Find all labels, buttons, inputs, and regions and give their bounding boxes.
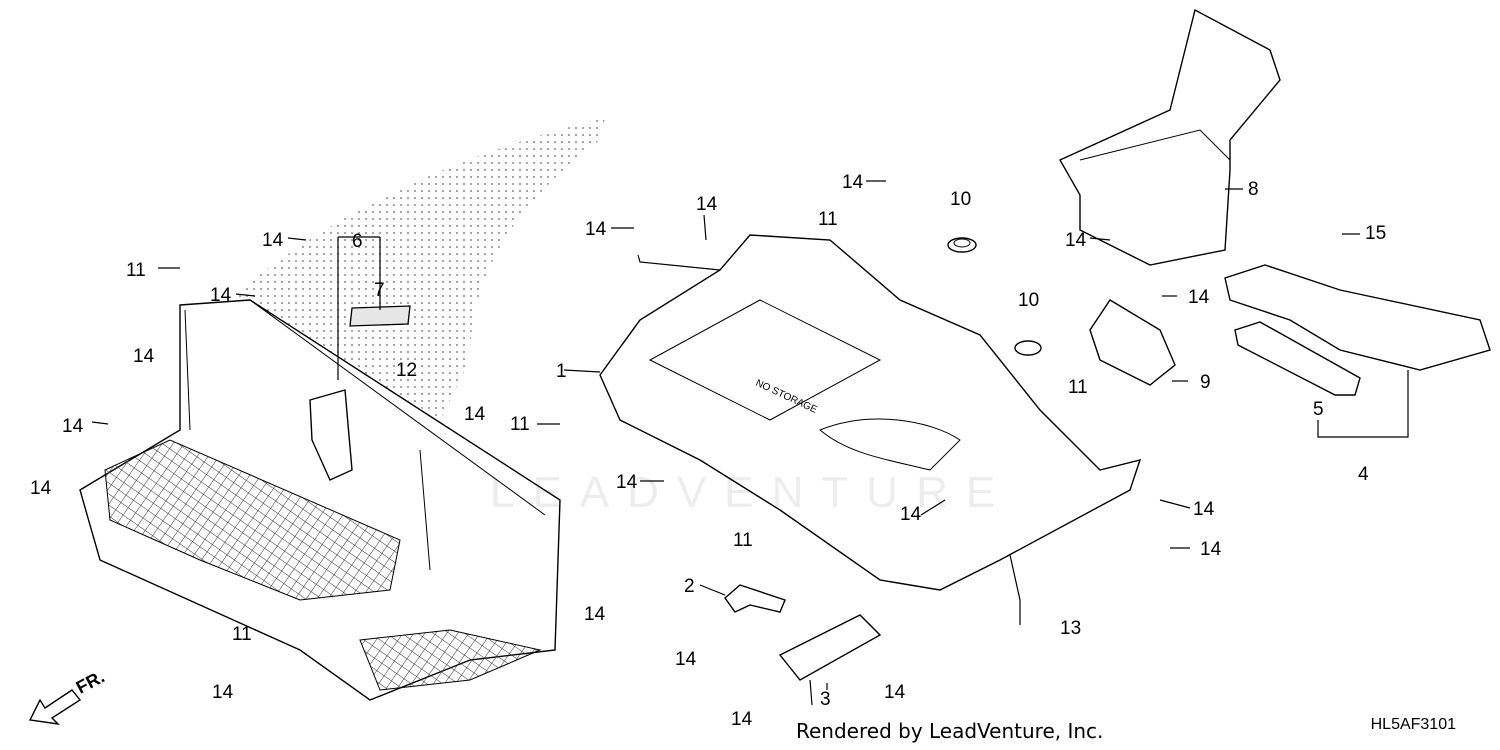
watermark: LEADVENTURE: [490, 468, 1014, 517]
panel-7: [349, 305, 411, 327]
callout-14: 14: [133, 346, 155, 367]
callout-11: 11: [733, 530, 753, 551]
callout-4: 4: [1358, 464, 1369, 485]
callout-10: 10: [1018, 290, 1039, 311]
callout-14: 14: [262, 230, 284, 251]
callout-14: 14: [210, 285, 232, 306]
plate-3: [778, 614, 882, 681]
callout-7: 7: [374, 280, 385, 301]
callout-14: 14: [1200, 539, 1222, 560]
callout-15: 15: [1365, 223, 1386, 244]
callout-14: 14: [731, 709, 753, 730]
callout-14: 14: [616, 472, 638, 493]
callout-numbers: 11 14 14 14 14 14 6 7 12 14 11 1 14 14 1…: [30, 172, 1386, 730]
callout-1: 1: [556, 361, 567, 382]
callout-14: 14: [212, 682, 234, 703]
bracket-6: [309, 389, 353, 481]
callout-5: 5: [1313, 399, 1324, 420]
callout-8: 8: [1248, 179, 1259, 200]
callout-13: 13: [1060, 618, 1081, 639]
callout-14: 14: [900, 504, 922, 525]
callout-14: 14: [696, 194, 718, 215]
callout-14: 14: [62, 416, 84, 437]
dotted-background: [230, 118, 605, 420]
left-floor-mat: [79, 299, 561, 701]
callout-2: 2: [684, 576, 695, 597]
callout-12: 12: [396, 360, 417, 381]
callout-11: 11: [818, 209, 838, 230]
grommet-10-b: [1014, 340, 1042, 356]
bracket-9: [1089, 299, 1176, 386]
callout-3: 3: [820, 689, 831, 710]
guard-plate-4: [1224, 264, 1491, 371]
rubber-strip-5: [1234, 321, 1361, 396]
callout-14: 14: [1065, 230, 1087, 251]
callout-14: 14: [675, 649, 697, 670]
callout-11: 11: [510, 414, 530, 435]
callout-14: 14: [584, 604, 606, 625]
callout-10: 10: [950, 189, 971, 210]
callout-9: 9: [1200, 372, 1211, 393]
callout-11: 11: [126, 260, 146, 281]
grommet-10-a: [947, 237, 977, 253]
floor-tray: NO STORAGE: [599, 234, 1142, 591]
callout-14: 14: [1193, 499, 1215, 520]
bracket-2: [724, 584, 786, 613]
callout-11: 11: [232, 624, 252, 645]
callout-14: 14: [1188, 287, 1210, 308]
leader-lines: [91, 180, 1409, 706]
callout-14: 14: [30, 478, 52, 499]
callout-14: 14: [884, 682, 906, 703]
diagram-code: HL5AF3101: [1370, 716, 1456, 733]
credit-text: Rendered by LeadVenture, Inc.: [796, 719, 1104, 743]
direction-arrow-icon: [28, 689, 82, 725]
seat-storage-box: [1059, 8, 1281, 266]
callout-14: 14: [464, 404, 486, 425]
callout-6: 6: [352, 231, 363, 252]
callout-14: 14: [585, 219, 607, 240]
callout-14: 14: [842, 172, 864, 193]
callout-11: 11: [1068, 377, 1088, 398]
